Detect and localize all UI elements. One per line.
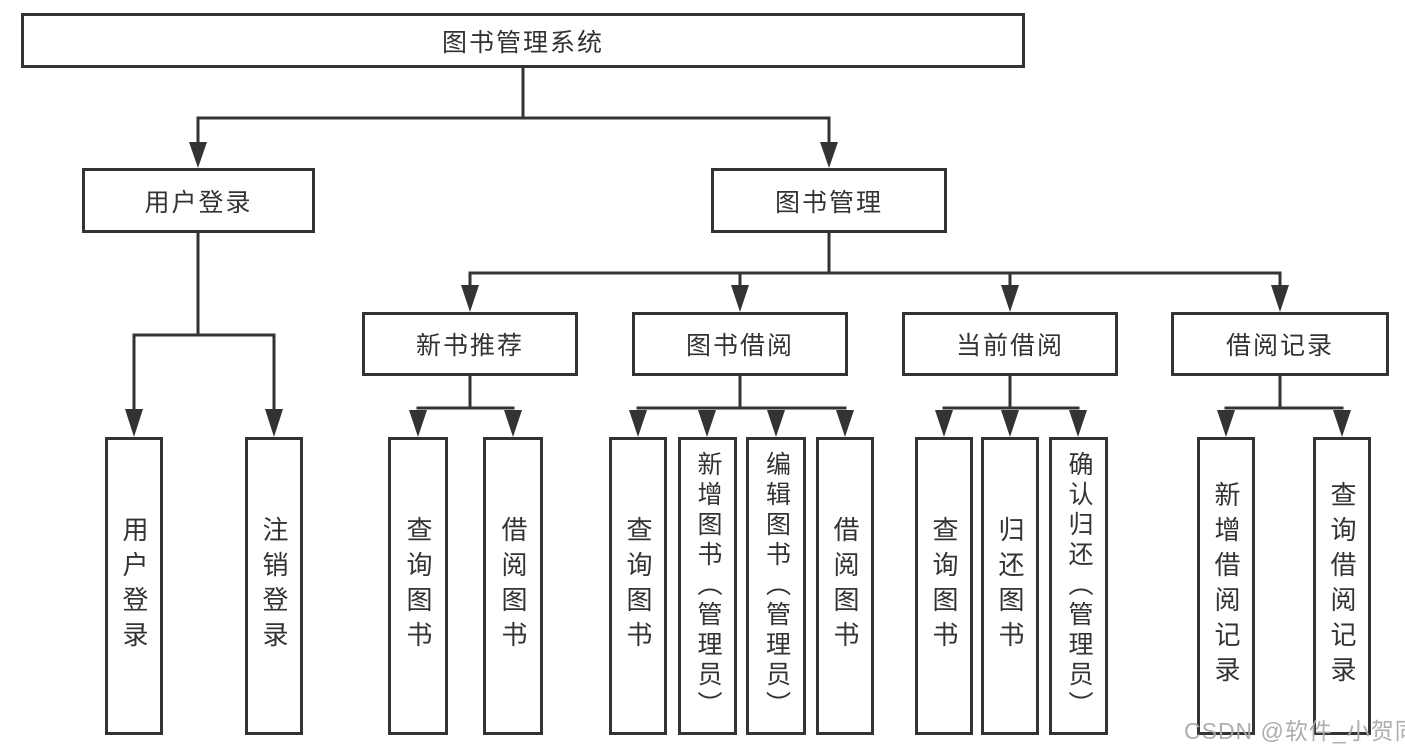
connector-book-management-to-level3: [461, 231, 1289, 312]
connector-user-login-to-leaves: [125, 231, 283, 437]
node-book-management: 图书管理: [711, 168, 947, 233]
node-user-login: 用户登录: [82, 168, 315, 233]
leaf-logout: 注销登录: [245, 437, 303, 735]
leaf-edit-books-admin: 编辑图书（管理员）: [746, 437, 806, 735]
node-library-management-system: 图书管理系统: [21, 13, 1025, 68]
node-label: 图书借阅: [685, 332, 794, 360]
leaf-label: 查询图书: [929, 516, 959, 656]
leaf-return-books: 归还图书: [981, 437, 1039, 735]
leaf-label: 查询借阅记录: [1327, 481, 1357, 691]
connector-book-borrowing-to-leaves: [629, 374, 854, 437]
node-label: 图书管理系统: [441, 28, 604, 57]
node-new-book-recommendation: 新书推荐: [362, 312, 578, 376]
leaf-label: 借阅图书: [498, 516, 528, 656]
connector-current-borrowing-to-leaves: [935, 374, 1087, 437]
node-current-borrowing: 当前借阅: [902, 312, 1118, 376]
leaf-label: 新增借阅记录: [1211, 481, 1241, 691]
node-borrowing-records: 借阅记录: [1171, 312, 1389, 376]
leaf-query-books: 查询图书: [915, 437, 973, 735]
connector-new-book-recommendation-to-leaves: [409, 374, 522, 437]
node-label: 借阅记录: [1225, 332, 1334, 360]
csdn-watermark: CSDN @软件_小贺同学: [1184, 718, 1405, 744]
leaf-label: 查询图书: [623, 516, 653, 656]
leaf-query-books: 查询图书: [609, 437, 667, 735]
leaf-label: 编辑图书（管理员）: [762, 451, 791, 721]
node-label: 当前借阅: [955, 332, 1064, 360]
leaf-add-borrow-record: 新增借阅记录: [1197, 437, 1255, 735]
leaf-label: 注销登录: [259, 516, 289, 656]
leaf-confirm-return-admin: 确认归还（管理员）: [1049, 437, 1108, 735]
leaf-label: 借阅图书: [830, 516, 860, 656]
leaf-query-books: 查询图书: [388, 437, 448, 735]
connector-root-to-level2: [189, 66, 838, 168]
node-book-borrowing: 图书借阅: [632, 312, 848, 376]
node-label: 图书管理: [774, 188, 883, 217]
leaf-borrow-books: 借阅图书: [816, 437, 874, 735]
leaf-add-books-admin: 新增图书（管理员）: [678, 437, 737, 735]
connector-borrowing-records-to-leaves: [1217, 374, 1351, 437]
leaf-label: 归还图书: [995, 516, 1025, 656]
leaf-user-login: 用户登录: [105, 437, 163, 735]
leaf-label: 确认归还（管理员）: [1065, 451, 1093, 721]
leaf-label: 查询图书: [403, 516, 433, 656]
leaf-borrow-books: 借阅图书: [483, 437, 543, 735]
node-label: 用户登录: [144, 188, 253, 217]
leaf-label: 新增图书（管理员）: [694, 451, 722, 721]
node-label: 新书推荐: [415, 332, 524, 360]
leaf-query-borrow-record: 查询借阅记录: [1313, 437, 1371, 735]
leaf-label: 用户登录: [119, 516, 149, 656]
